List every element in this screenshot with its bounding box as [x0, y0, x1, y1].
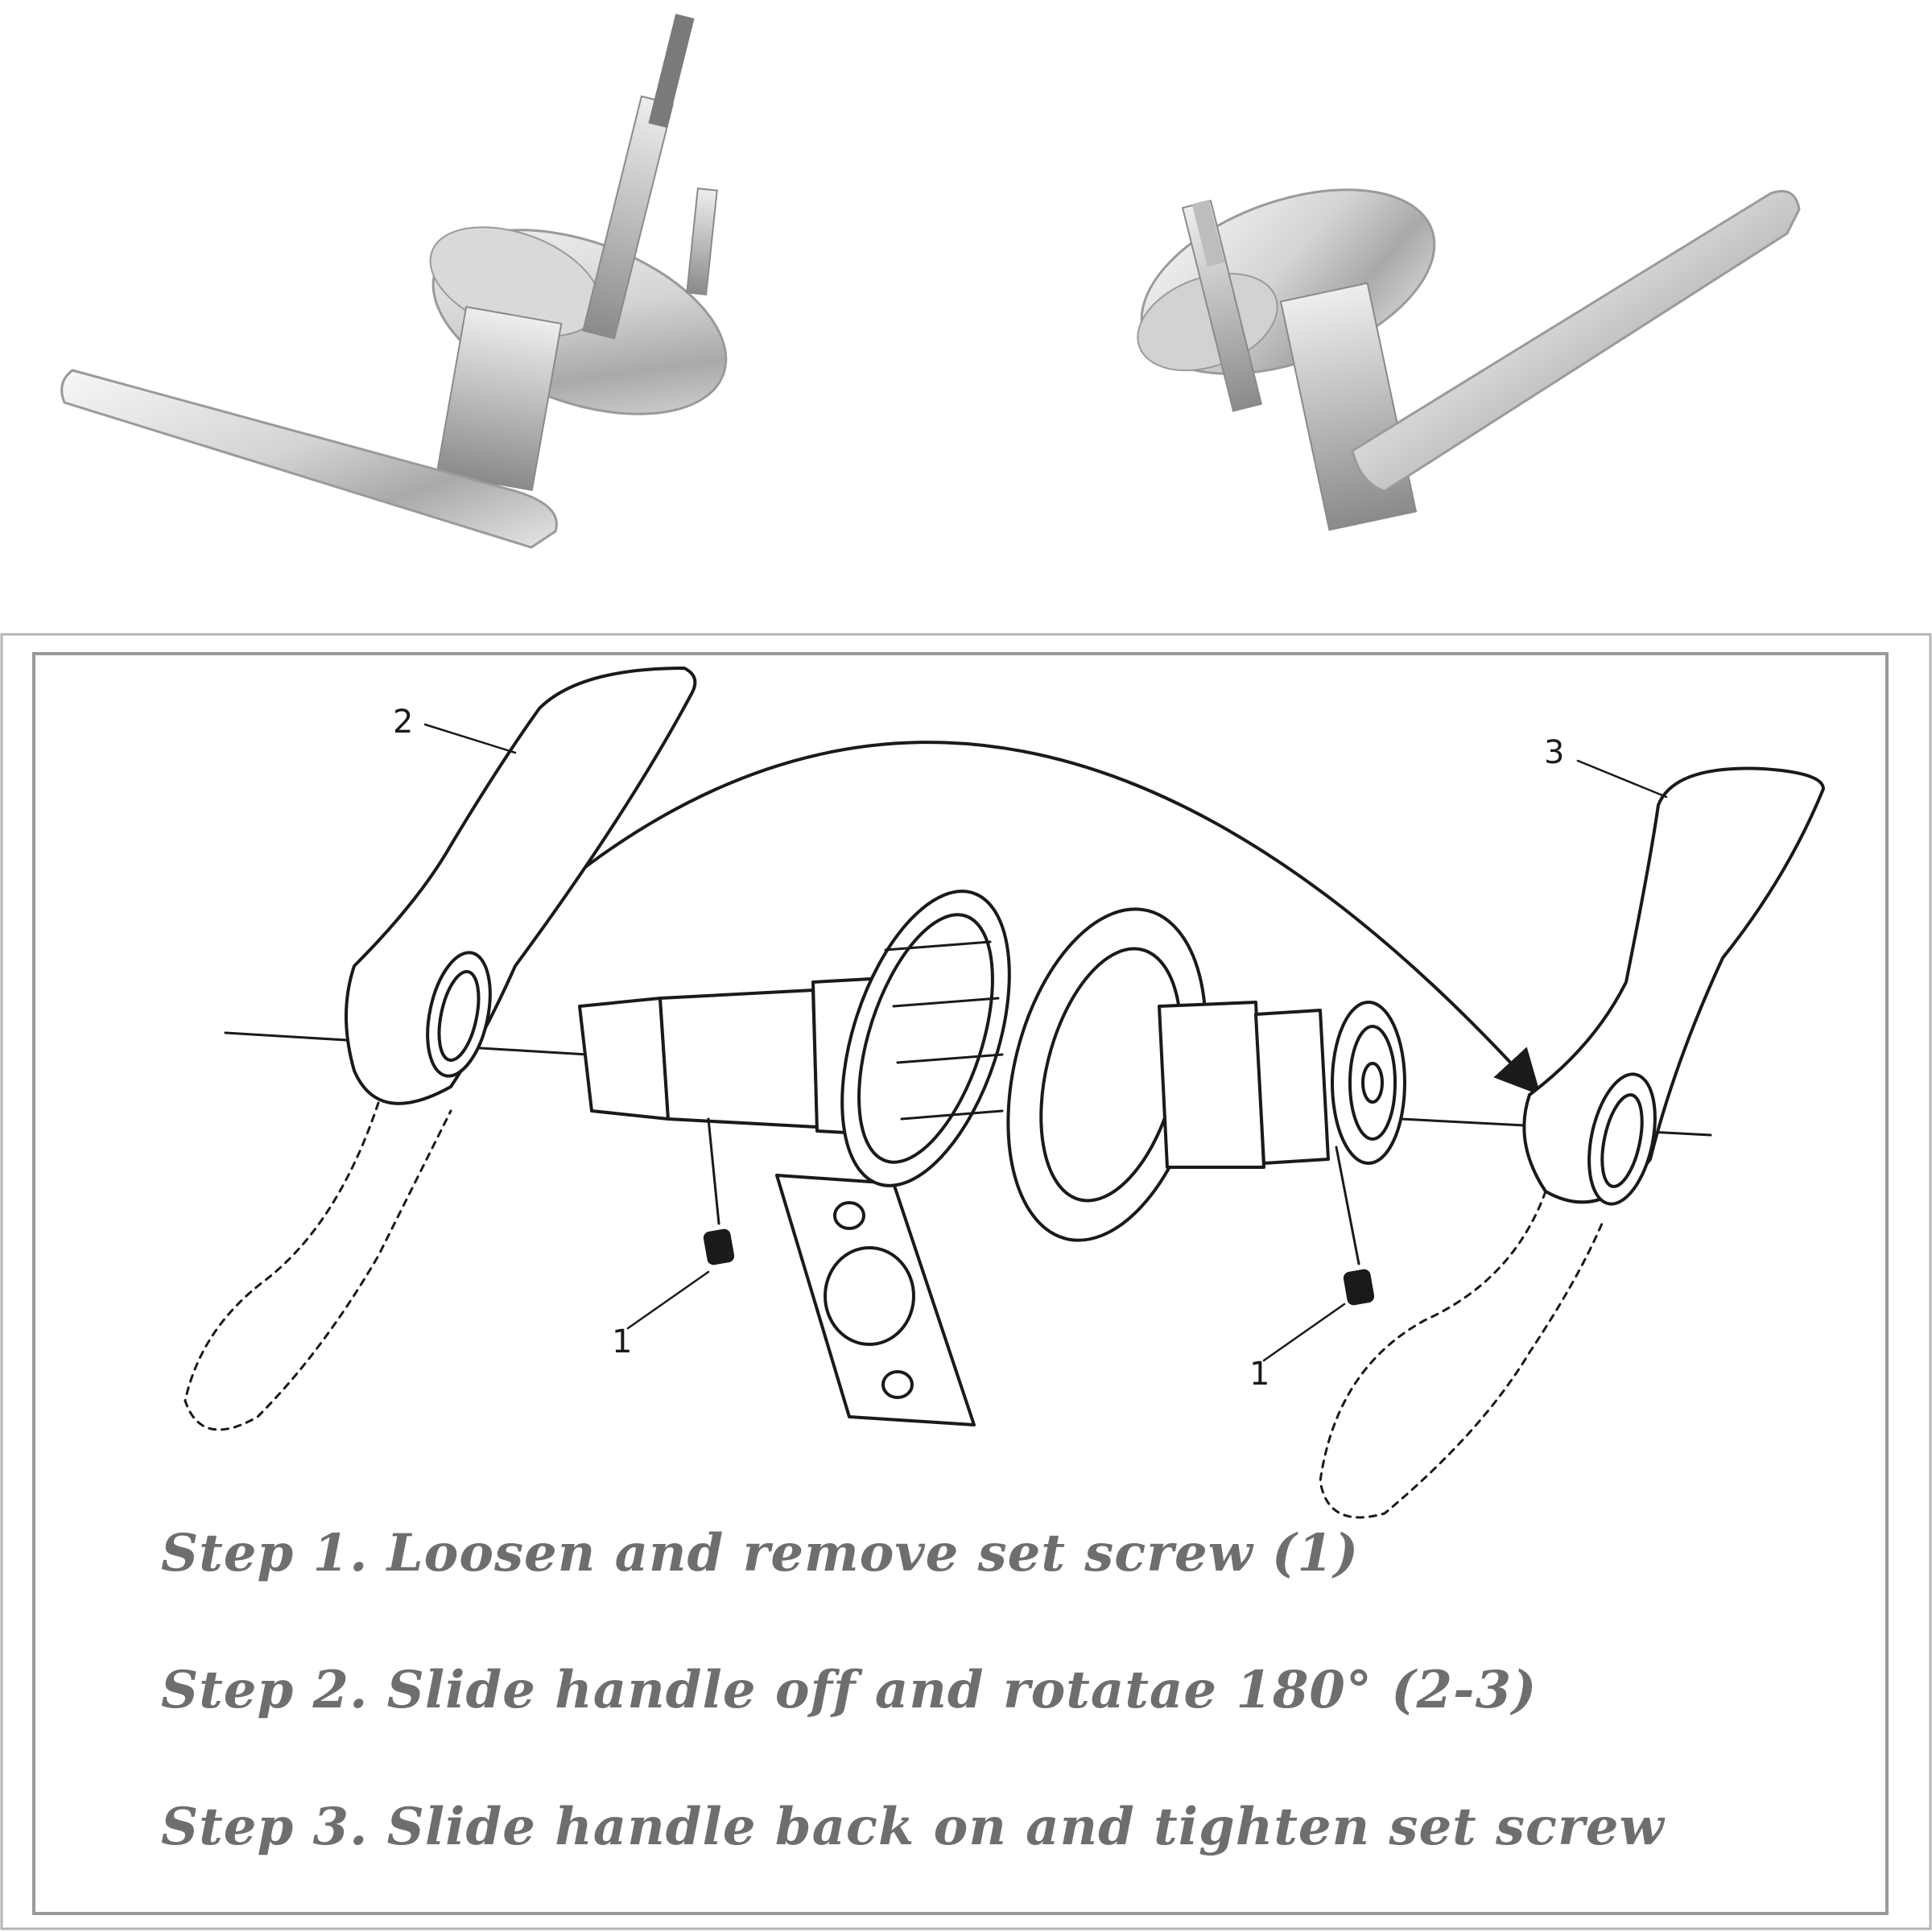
set-screw-left: [703, 1228, 735, 1265]
lock-exploded-diagram: [184, 667, 1825, 1519]
handle-rotated: [1522, 766, 1825, 1204]
step-3: Step 3. Slide handle back on and tighten…: [161, 1797, 1665, 1857]
callout-handle-rotated: 3: [1544, 734, 1564, 771]
set-screw-right: [1343, 1269, 1375, 1306]
lever-handle-photo-left: [60, 14, 728, 549]
step-2: Step 2. Slide handle off and rotatae 180…: [161, 1660, 1538, 1720]
lever-handle-photo-right: [1137, 188, 1801, 531]
diagram-frame-inner: [32, 652, 1889, 1915]
step-1: Step 1. Loosen and remove set screw (1): [161, 1523, 1360, 1583]
diagram-frame-outer: [0, 633, 1932, 1930]
callout-set-screw-right: 1: [1249, 1356, 1269, 1393]
instruction-steps: Step 1. Loosen and remove set screw (1) …: [161, 1513, 1852, 1924]
callout-handle-original: 2: [393, 704, 413, 741]
callout-set-screw-left: 1: [612, 1323, 632, 1360]
